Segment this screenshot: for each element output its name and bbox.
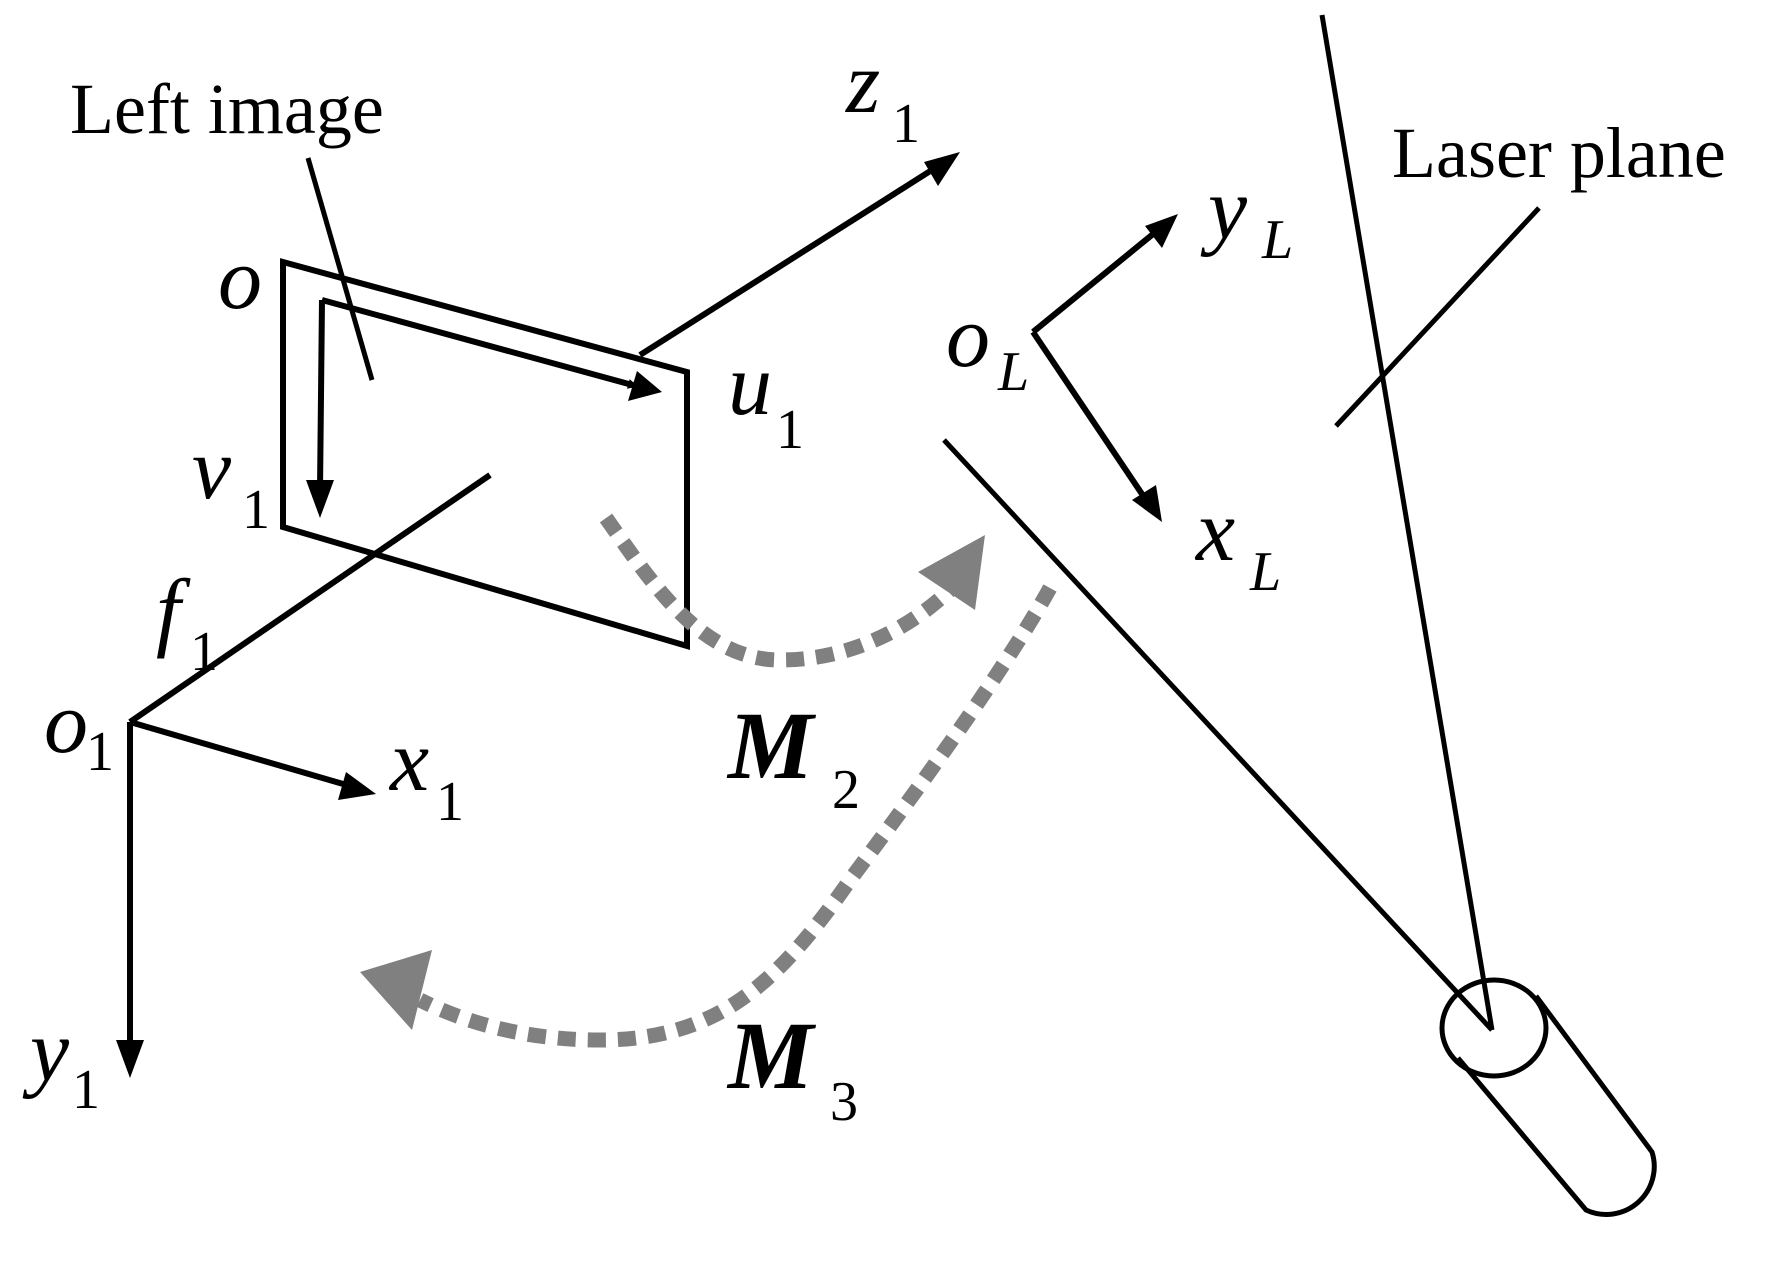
svg-text:x: x: [1194, 483, 1235, 580]
xL-label: x L: [1194, 483, 1281, 603]
svg-text:v: v: [192, 421, 232, 518]
x1-label: x 1: [388, 713, 464, 833]
m2-arrowhead: [918, 535, 985, 610]
m3-label: M 3: [726, 1002, 858, 1133]
z1-axis-line: [638, 165, 937, 358]
f1-label: f 1: [156, 563, 218, 683]
xL-arrowhead: [1132, 485, 1162, 522]
m3-arrowhead: [360, 950, 432, 1030]
m2-label: M 2: [726, 692, 860, 821]
svg-text:y: y: [1200, 161, 1248, 258]
svg-text:M: M: [726, 1002, 817, 1109]
z1-label: z 1: [845, 35, 920, 155]
u1-label: u 1: [728, 337, 804, 461]
svg-text:f: f: [156, 563, 191, 660]
x1-axis-line: [129, 719, 351, 789]
m3-transform-arrow: [416, 584, 1057, 1048]
svg-text:L: L: [1249, 541, 1281, 603]
image-origin-o-label: o: [218, 231, 262, 328]
laser-plane-leader-line: [1334, 206, 1541, 428]
svg-text:o: o: [946, 289, 990, 386]
svg-text:1: 1: [242, 479, 270, 541]
laser-plane-label: Laser plane: [1392, 113, 1726, 193]
yL-label: y L: [1200, 161, 1293, 271]
svg-text:1: 1: [892, 93, 920, 155]
u1-axis-arrow: [321, 297, 638, 389]
svg-text:y: y: [22, 1003, 70, 1100]
svg-text:1: 1: [86, 721, 114, 783]
svg-text:2: 2: [832, 759, 860, 821]
oL-label: o L: [946, 289, 1029, 403]
svg-text:1: 1: [72, 1059, 100, 1121]
y1-arrowhead: [116, 1040, 144, 1078]
svg-text:1: 1: [190, 621, 218, 683]
v1-label: v 1: [192, 421, 270, 541]
v1-axis-line: [317, 299, 325, 491]
x1-arrowhead: [338, 772, 376, 800]
m2-transform-arrow: [599, 513, 961, 668]
svg-text:3: 3: [830, 1071, 858, 1133]
focal-length-line: [128, 472, 492, 725]
laser-beam-line-left: [942, 438, 1494, 1032]
yL-arrowhead: [1145, 214, 1178, 248]
svg-text:z: z: [845, 35, 880, 132]
laser-projector: [1439, 977, 1657, 1217]
left-image-label: Left image: [70, 69, 384, 149]
svg-text:1: 1: [436, 771, 464, 833]
svg-text:o: o: [44, 675, 88, 772]
svg-text:L: L: [997, 341, 1029, 403]
u1-arrowhead: [628, 371, 662, 401]
xL-axis-line: [1030, 330, 1149, 502]
svg-text:L: L: [1261, 209, 1293, 271]
left-image-leader-line: [305, 157, 375, 381]
y1-label: y 1: [22, 1003, 100, 1121]
svg-text:M: M: [726, 692, 817, 799]
o1-label: o 1: [44, 675, 114, 783]
laser-beam-line-right: [1319, 14, 1495, 1031]
svg-text:u: u: [728, 337, 772, 434]
z1-arrowhead: [924, 152, 960, 186]
svg-text:x: x: [388, 713, 429, 810]
v1-arrowhead: [306, 480, 334, 518]
svg-text:1: 1: [776, 399, 804, 461]
yL-axis-line: [1031, 227, 1160, 335]
left-image-plane: [280, 258, 690, 651]
